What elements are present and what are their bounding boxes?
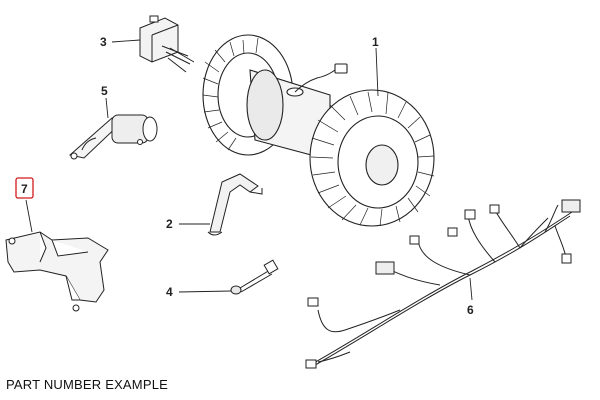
leader-line-4	[178, 290, 232, 293]
caption: PART NUMBER EXAMPLE	[6, 377, 169, 392]
leader-line-5	[105, 97, 109, 119]
blower-motor-part[interactable]	[202, 34, 435, 227]
leader-line-7	[25, 199, 33, 233]
leader-line-1	[375, 47, 379, 97]
callout-label-2: 2	[166, 217, 173, 231]
callout-label-4: 4	[166, 285, 173, 299]
housing-bracket-part[interactable]	[5, 231, 109, 312]
sensor-pin-part[interactable]	[230, 259, 279, 295]
callout-label-5: 5	[101, 84, 108, 98]
callout-label-1: 1	[372, 35, 379, 49]
highlight-box-7	[15, 177, 34, 199]
wiring-harness-part[interactable]	[305, 199, 581, 369]
leader-line-3	[111, 39, 141, 43]
actuator-bracket-part[interactable]	[68, 114, 158, 160]
callout-label-7: 7	[21, 182, 28, 196]
callout-label-3: 3	[100, 35, 107, 49]
mounting-clip-part[interactable]	[207, 173, 263, 236]
callout-label-6: 6	[467, 303, 474, 317]
leader-line-6	[469, 277, 473, 301]
resistor-part[interactable]	[139, 15, 195, 73]
